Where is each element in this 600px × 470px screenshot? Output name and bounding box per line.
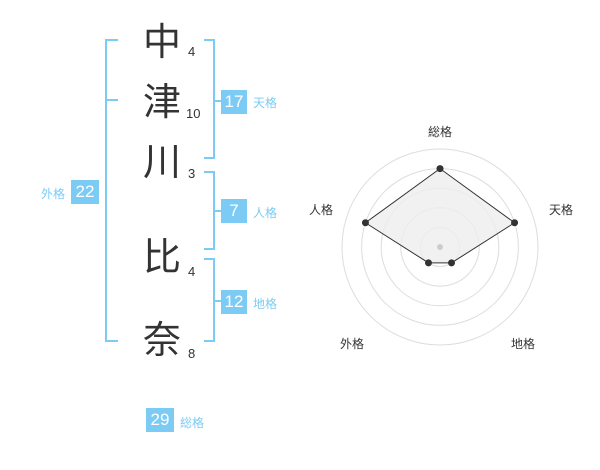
chikaku-bracket-top bbox=[204, 258, 215, 260]
radar-point-2 bbox=[511, 219, 519, 227]
chikaku-value-badge: 12 bbox=[221, 290, 247, 314]
radar-point-4 bbox=[424, 259, 432, 267]
tenkaku-connector bbox=[213, 100, 222, 102]
radar-label-tenkaku: 天格 bbox=[549, 203, 574, 217]
name-char-3: 川 bbox=[142, 140, 181, 184]
gaikaku-bracket-mid bbox=[105, 99, 118, 101]
gaikaku-bracket-vertical bbox=[105, 39, 107, 342]
radar-point-5 bbox=[361, 219, 369, 227]
stroke-count-1: 4 bbox=[188, 44, 196, 59]
soukaku-label: 総格 bbox=[180, 416, 205, 430]
radar-label-jinkaku: 人格 bbox=[309, 203, 334, 217]
name-char-5: 奈 bbox=[142, 318, 181, 362]
radar-label-soukaku: 総格 bbox=[428, 125, 453, 139]
chikaku-bracket-bottom bbox=[204, 340, 215, 342]
gaikaku-value-badge: 22 bbox=[71, 180, 99, 204]
stroke-count-4: 4 bbox=[188, 264, 196, 279]
tenkaku-label: 天格 bbox=[253, 96, 278, 110]
radar-polygon bbox=[364, 167, 516, 264]
jinkaku-bracket-top bbox=[204, 171, 215, 173]
chikaku-connector bbox=[213, 300, 222, 302]
radar-label-gaikaku: 外格 bbox=[340, 337, 365, 351]
tenkaku-bracket-top bbox=[204, 39, 215, 41]
jinkaku-bracket-bottom bbox=[204, 248, 215, 250]
jinkaku-label: 人格 bbox=[253, 206, 278, 220]
radar-point-1 bbox=[436, 165, 444, 173]
tenkaku-bracket-bottom bbox=[204, 157, 215, 159]
chikaku-label: 地格 bbox=[253, 297, 278, 311]
radar-center-dot bbox=[437, 244, 443, 250]
gaikaku-label: 外格 bbox=[41, 187, 66, 201]
name-char-4: 比 bbox=[142, 235, 181, 279]
radar-ring-5 bbox=[341, 148, 539, 346]
tenkaku-bracket-vertical bbox=[213, 39, 215, 159]
name-char-2: 津 bbox=[142, 80, 181, 124]
gaikaku-bracket-top bbox=[105, 39, 118, 41]
stroke-count-3: 3 bbox=[188, 166, 196, 181]
radar-label-chikaku: 地格 bbox=[511, 337, 536, 351]
stroke-count-5: 8 bbox=[188, 346, 196, 361]
stroke-count-2: 10 bbox=[186, 106, 201, 121]
radar-point-3 bbox=[448, 259, 456, 267]
jinkaku-value-badge: 7 bbox=[221, 199, 247, 223]
jinkaku-connector bbox=[213, 210, 222, 212]
tenkaku-value-badge: 17 bbox=[221, 90, 247, 114]
gaikaku-bracket-bottom bbox=[105, 340, 118, 342]
soukaku-value-badge: 29 bbox=[146, 408, 174, 432]
name-char-1: 中 bbox=[142, 20, 181, 64]
